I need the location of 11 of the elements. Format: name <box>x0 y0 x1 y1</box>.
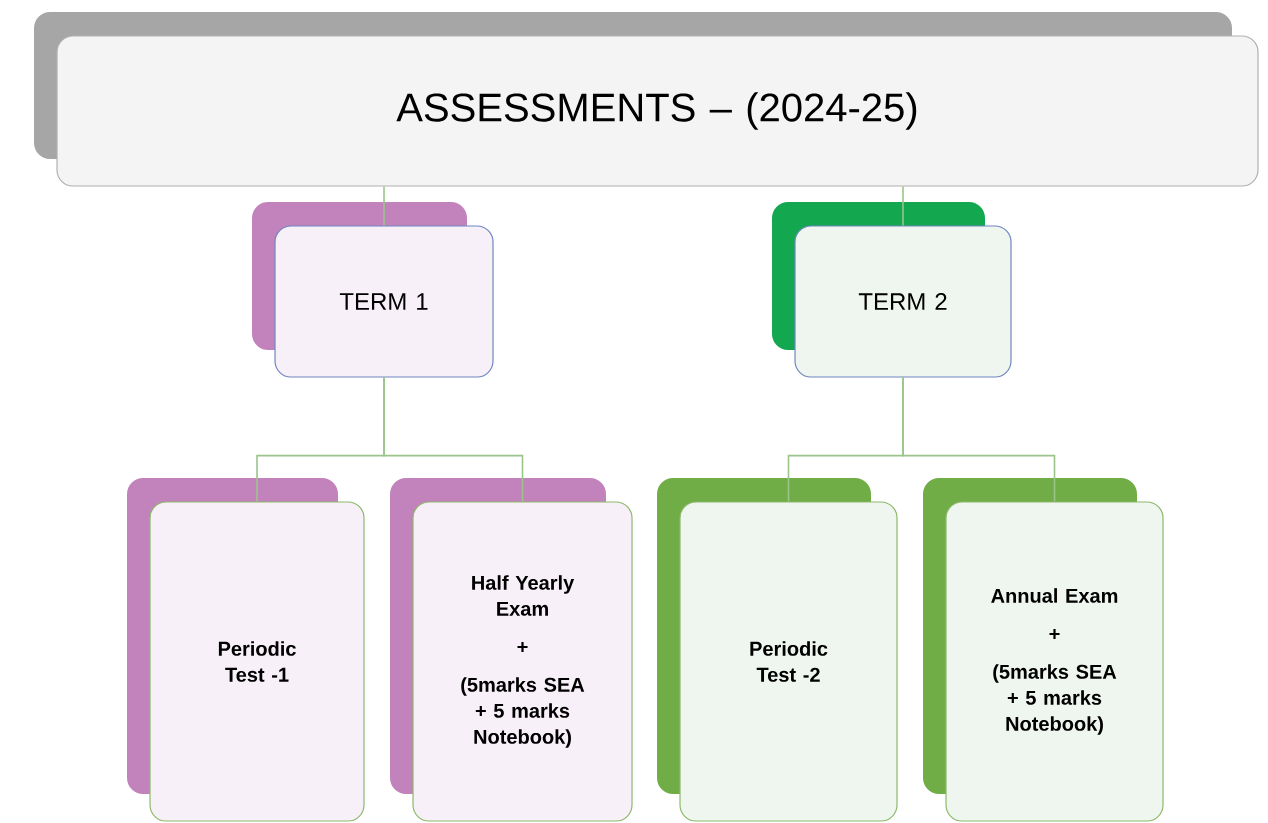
assessment-card: Periodic Test -2 <box>657 478 898 822</box>
connector-line <box>902 185 904 227</box>
term-box: TERM 1 <box>252 202 494 378</box>
assessment-card: Annual Exam + (5marks SEA + 5 marks Notebook) <box>923 478 1164 822</box>
term-box: TERM 2 <box>772 202 1012 378</box>
assessment-card: Periodic Test -1 <box>127 478 365 822</box>
connector-line <box>383 376 524 503</box>
connector-line <box>902 376 1056 503</box>
title-box: ASSESSMENTS – (2024-25) <box>34 12 1259 187</box>
assessment-card: Half Yearly Exam + (5marks SEA + 5 marks Notebook) <box>390 478 633 822</box>
connector-line <box>383 185 385 227</box>
